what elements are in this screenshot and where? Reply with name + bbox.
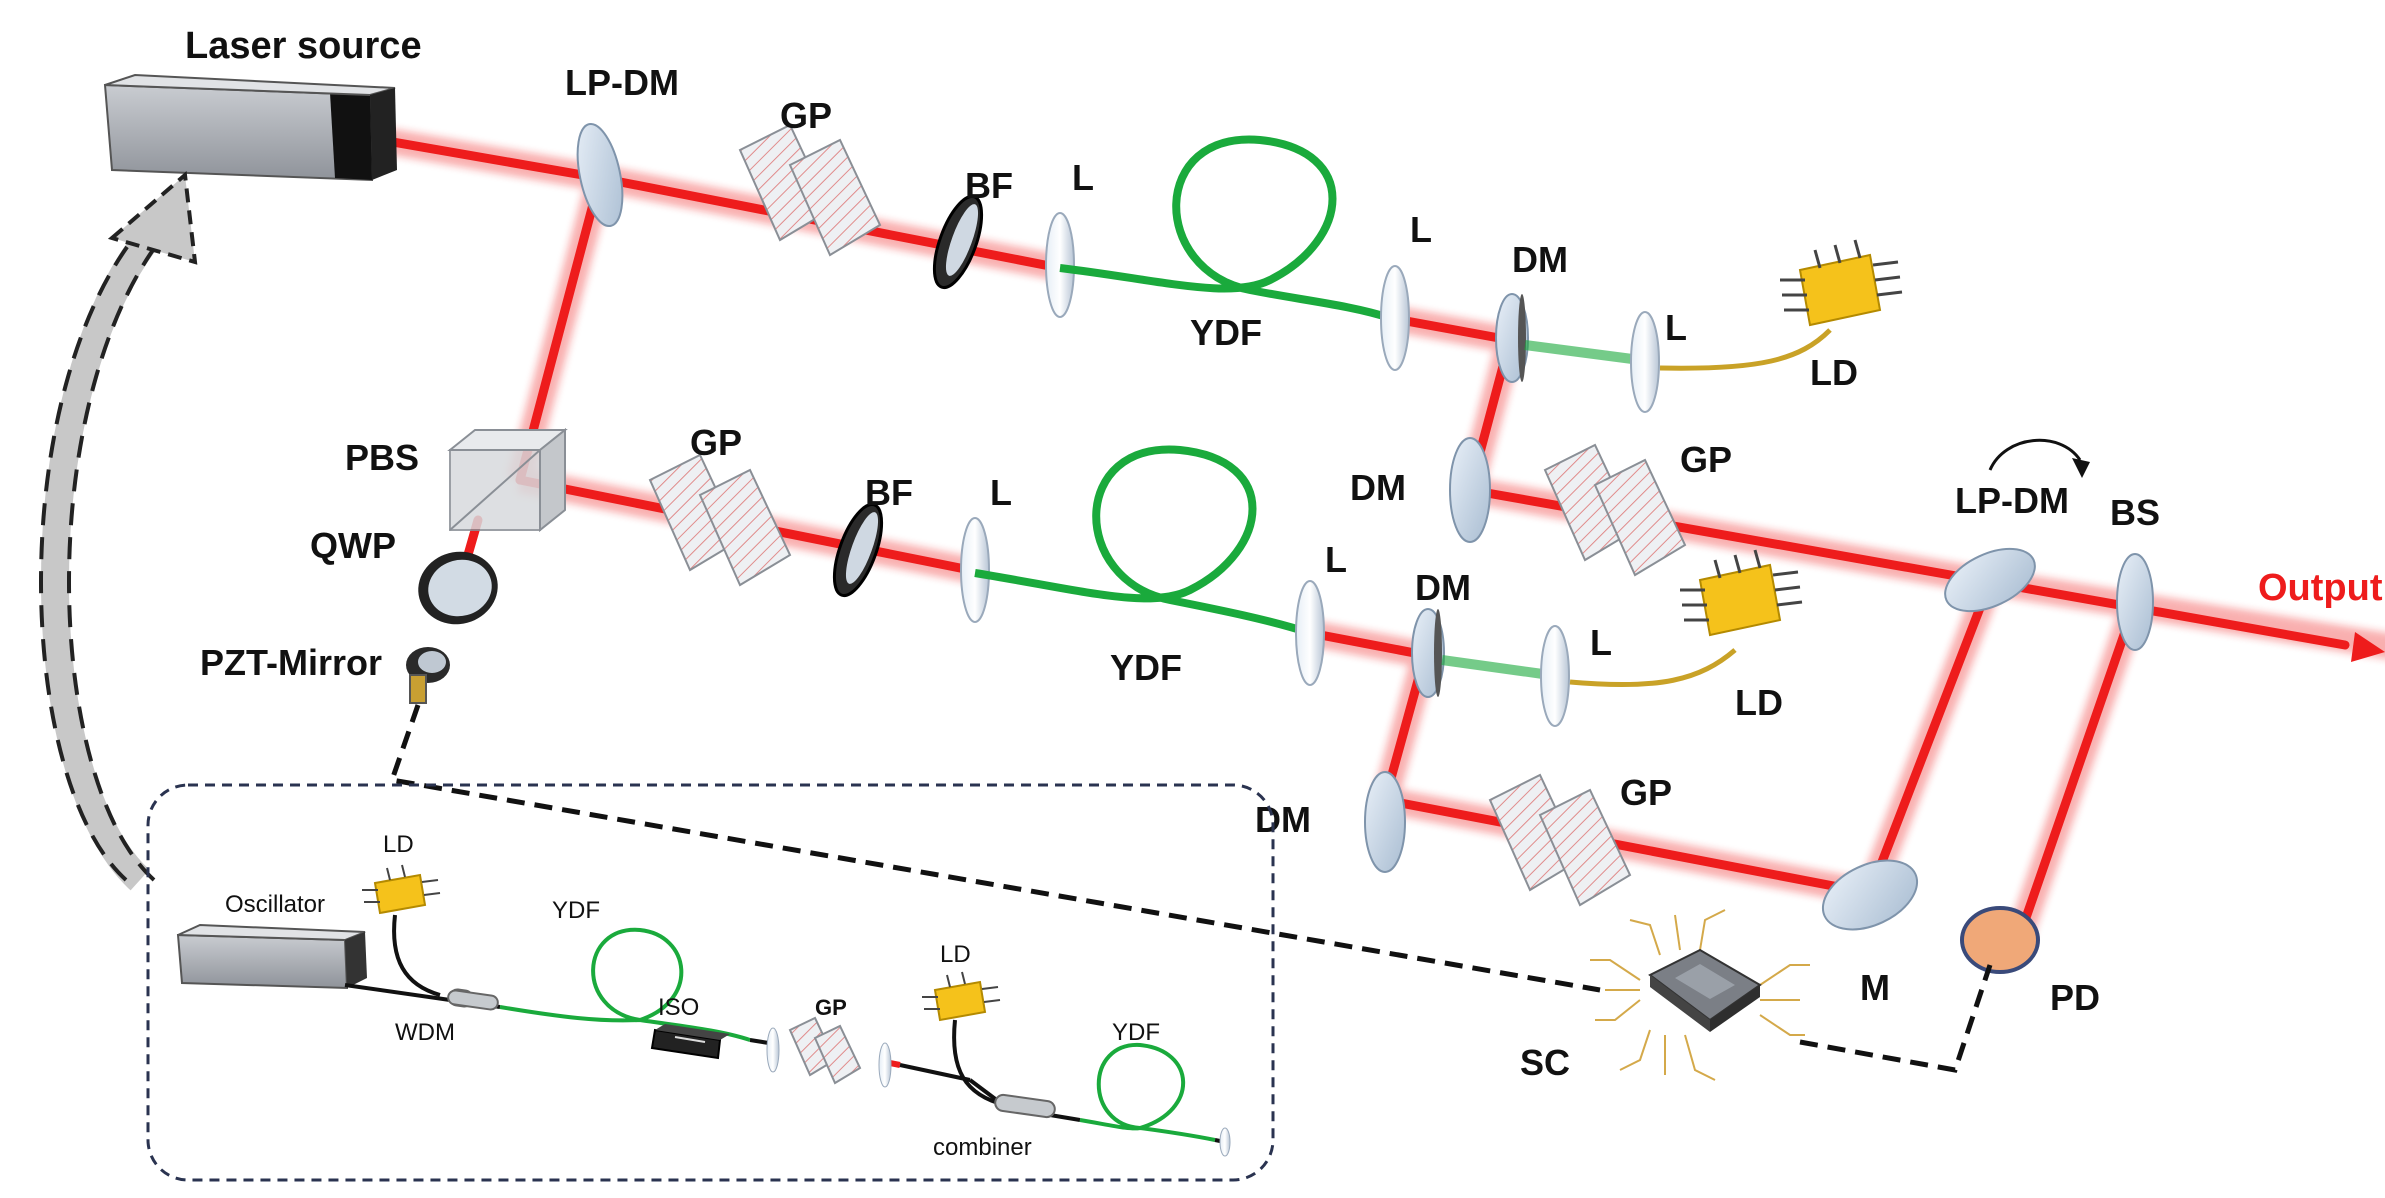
pd-label: PD <box>2050 977 2100 1018</box>
dichroic-mirror-1 <box>1495 293 1529 383</box>
grating-pair-4 <box>1488 773 1632 907</box>
inset-iso-label: ISO <box>658 994 699 1021</box>
laser-source-label: Laser source <box>185 25 422 67</box>
gp-1-label: GP <box>780 95 832 136</box>
dichroic-mirror-2 <box>1411 608 1445 698</box>
inset-end-lens <box>1219 1127 1231 1157</box>
output-label: Output <box>2258 567 2383 609</box>
dm-3-label: DM <box>1350 467 1406 508</box>
rotation-arrow <box>1988 438 2090 478</box>
dm-2-label: DM <box>1415 567 1471 608</box>
inset-wdm <box>447 988 499 1011</box>
beam-splitter <box>2116 553 2154 651</box>
pzt-mirror-label: PZT-Mirror <box>200 642 382 683</box>
photodetector <box>1960 906 2040 974</box>
qwp-label: QWP <box>310 525 396 566</box>
inset-wdm-label: WDM <box>395 1019 455 1046</box>
bs-label: BS <box>2110 492 2160 533</box>
inset-gp-label: GP <box>815 995 847 1020</box>
lens-6 <box>1540 625 1570 727</box>
gp-2-label: GP <box>690 422 742 463</box>
inset-combiner-label: combiner <box>933 1134 1032 1161</box>
inset-ld-1 <box>362 864 441 915</box>
inset-ydf-1-label: YDF <box>552 897 600 924</box>
lp-dm-top-label: LP-DM <box>565 62 679 103</box>
ydf-1-label: YDF <box>1190 312 1262 353</box>
inset-ld-2-label: LD <box>940 941 971 968</box>
dm-1-label: DM <box>1512 239 1568 280</box>
l-2-label: L <box>1410 209 1432 250</box>
m-label: M <box>1860 967 1890 1008</box>
mirror-m <box>1821 859 1919 931</box>
grating-pair-2 <box>648 453 792 587</box>
dm-4-label: DM <box>1255 799 1311 840</box>
feedback-arrow <box>39 171 198 891</box>
inset-combiner <box>994 1093 1056 1119</box>
laser-source <box>103 73 397 182</box>
lens-4 <box>960 517 990 623</box>
lens-3 <box>1630 311 1660 413</box>
pump-fiber-2 <box>1569 648 1737 688</box>
pbs-label: PBS <box>345 437 419 478</box>
seed-inset: Oscillator LD <box>146 783 1275 1182</box>
dichroic-mirror-4 <box>1364 771 1406 873</box>
bf-1-label: BF <box>965 165 1013 206</box>
lens-2 <box>1380 265 1410 371</box>
gp-4-label: GP <box>1620 772 1672 813</box>
output-arrowhead <box>2351 632 2385 662</box>
pump-path-2 <box>1441 655 1551 680</box>
l-1-label: L <box>1072 157 1094 198</box>
birefringent-filter-1 <box>932 194 984 290</box>
lp-dm-right <box>1944 547 2036 613</box>
inset-oscillator <box>176 923 367 990</box>
birefringent-filter-2 <box>832 502 884 598</box>
ydf-2 <box>974 445 1312 637</box>
pbs-cube <box>447 427 568 533</box>
l-6-label: L <box>1590 622 1612 663</box>
pump-path-1 <box>1524 340 1641 365</box>
qwp <box>418 551 498 625</box>
l-4-label: L <box>990 472 1012 513</box>
bf-2-label: BF <box>865 472 913 513</box>
inset-iso <box>650 1024 730 1060</box>
sc-label: SC <box>1520 1042 1570 1083</box>
ydf-1 <box>1059 135 1392 322</box>
ld-1-label: LD <box>1810 352 1858 393</box>
lp-dm-right-label: LP-DM <box>1955 480 2069 521</box>
pzt-mirror <box>406 647 450 704</box>
lp-dm-top <box>576 122 624 228</box>
lens-5 <box>1295 580 1325 686</box>
dichroic-mirror-3 <box>1449 437 1491 543</box>
control-lines <box>388 704 1993 1073</box>
inset-ld-2 <box>922 971 1001 1022</box>
grating-pair-3 <box>1543 443 1687 577</box>
l-5-label: L <box>1325 539 1347 580</box>
inset-ydf-2-label: YDF <box>1112 1019 1160 1046</box>
lens-1 <box>1045 212 1075 318</box>
inset-grating-pair <box>766 1016 892 1088</box>
grating-pair-1 <box>738 123 882 257</box>
ydf-2-label: YDF <box>1110 647 1182 688</box>
laser-diode-1 <box>1780 239 1903 327</box>
gp-3-label: GP <box>1680 439 1732 480</box>
l-3-label: L <box>1665 307 1687 348</box>
pump-fiber-1 <box>1659 328 1832 371</box>
inset-oscillator-label: Oscillator <box>225 891 325 918</box>
laser-diode-2 <box>1680 549 1803 637</box>
servo-controller-chip <box>1590 909 1810 1081</box>
ld-2-label: LD <box>1735 682 1783 723</box>
inset-ld-1-label: LD <box>383 831 414 858</box>
